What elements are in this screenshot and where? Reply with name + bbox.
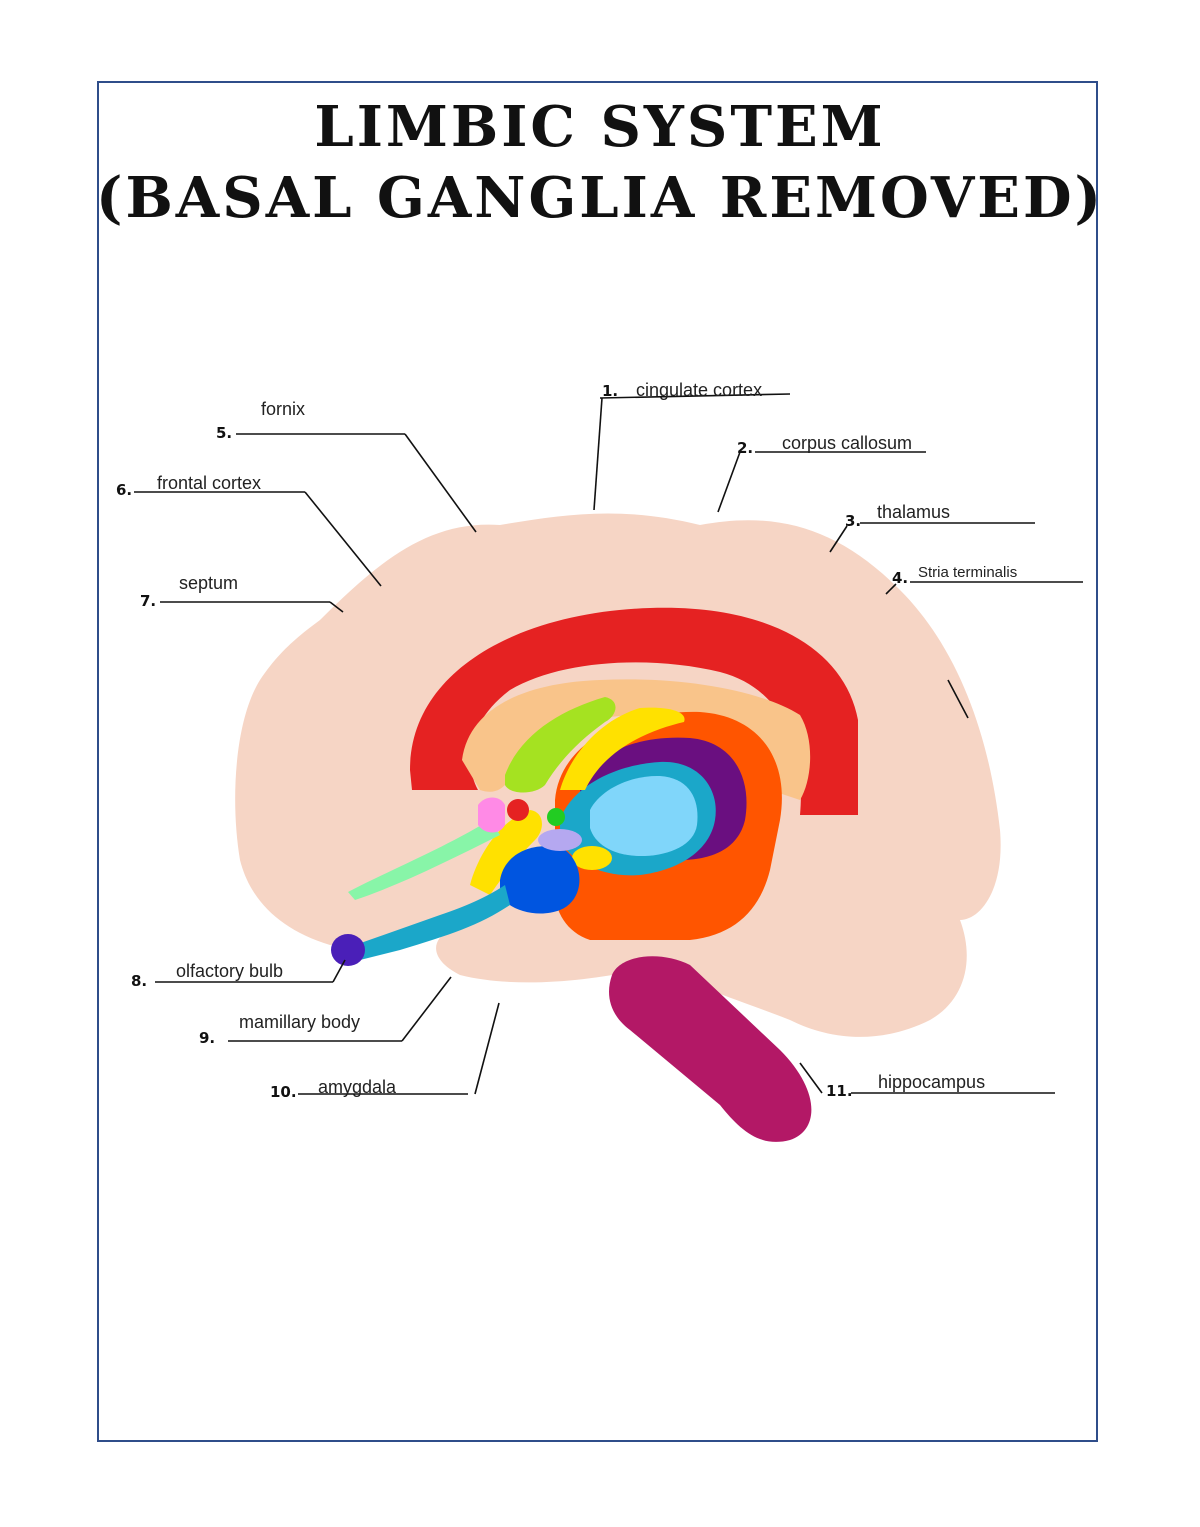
yellow-lower-region — [470, 810, 542, 895]
label-9-text: mamillary body — [239, 1012, 360, 1032]
title-line-1: LIMBIC SYSTEM — [314, 94, 886, 160]
label-6-text: frontal cortex — [157, 473, 261, 493]
label-1-number: 1. — [602, 382, 618, 400]
label-4-number: 4. — [892, 569, 908, 587]
label-1-text: cingulate cortex — [636, 380, 762, 400]
page-border — [97, 81, 1098, 1442]
label-7-text: septum — [179, 573, 238, 593]
olfactory-bulb-region — [331, 934, 365, 966]
label-5-number: 5. — [216, 424, 232, 442]
lavender-region — [538, 829, 582, 851]
label-7-number: 7. — [140, 592, 156, 610]
label-6-number: 6. — [116, 481, 132, 499]
label-8-text: olfactory bulb — [176, 961, 283, 981]
label-11-number: 11. — [826, 1082, 853, 1100]
label-2-text: corpus callosum — [782, 433, 912, 453]
label-10-text: amygdala — [318, 1077, 397, 1097]
title-line-2: (BASAL GANGLIA REMOVED) — [95, 165, 1105, 231]
label-3-text: thalamus — [877, 502, 950, 522]
brainstem-region — [609, 956, 812, 1142]
corpus-callosum-region — [462, 679, 811, 800]
pink-region — [478, 797, 505, 833]
label-9-number: 9. — [199, 1029, 215, 1047]
label-8-number: 8. — [131, 972, 147, 990]
blue-region — [500, 846, 580, 914]
yellow-top-region — [560, 707, 685, 790]
lime-region — [505, 697, 616, 793]
yellow-small-region — [572, 846, 612, 870]
label-10-number: 10. — [270, 1083, 297, 1101]
label-5-text: fornix — [261, 399, 305, 419]
label-4-text: Stria terminalis — [918, 564, 1017, 581]
green-small-region — [547, 808, 565, 826]
red-small-region — [507, 799, 529, 821]
cingulate-region — [410, 607, 858, 815]
mint-region — [348, 820, 500, 900]
olfactory-tract-region — [355, 885, 510, 960]
label-2-number: 2. — [737, 439, 753, 457]
label-3-number: 3. — [845, 512, 861, 530]
thalamus-inner-region — [590, 775, 698, 857]
leader-lines — [134, 393, 1083, 1095]
label-11-text: hippocampus — [878, 1072, 985, 1092]
